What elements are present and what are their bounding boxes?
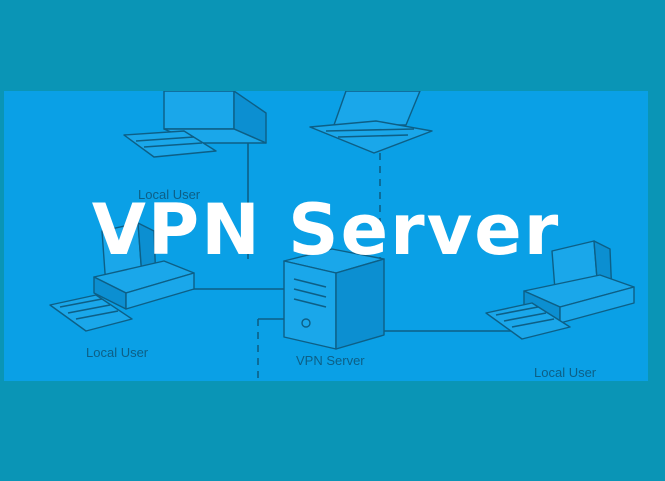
left-user-label: Local User — [86, 345, 149, 360]
banner-title: VPN Server — [91, 189, 561, 271]
connection-lines — [189, 143, 524, 381]
top-user-desktop-icon — [123, 91, 267, 158]
right-user-desktop-icon — [485, 240, 635, 340]
network-diagram — [49, 91, 635, 381]
laptop-icon — [309, 91, 433, 154]
vpn-server-label: VPN Server — [296, 353, 365, 368]
vpn-banner: Local User Local User VPN Server Local U… — [4, 91, 648, 381]
left-user-desktop-icon — [49, 222, 195, 332]
top-user-label: Local User — [138, 187, 201, 202]
vpn-server-tower-icon — [283, 248, 385, 350]
right-user-label: Local User — [534, 365, 597, 380]
